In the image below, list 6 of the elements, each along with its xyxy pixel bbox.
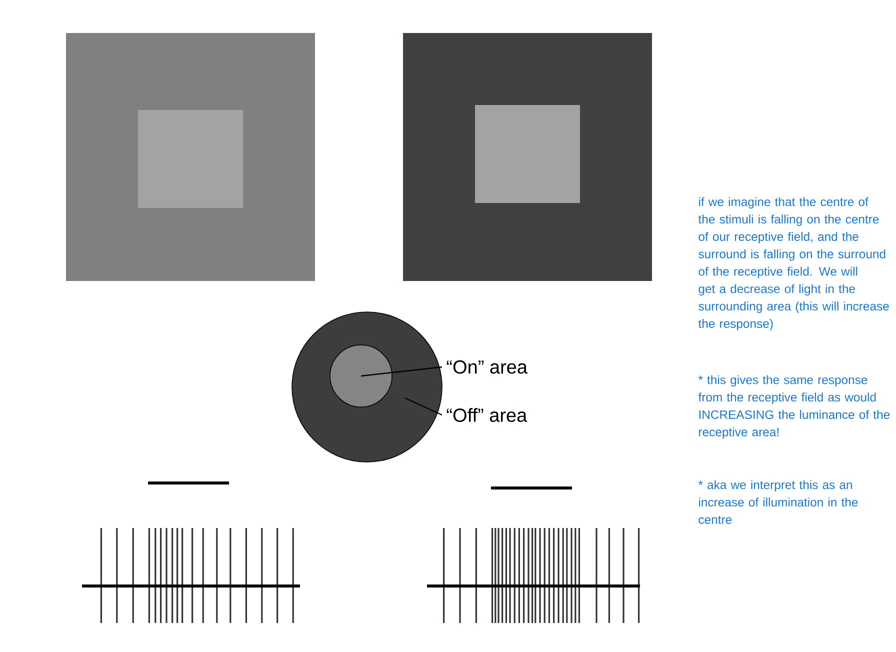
area-label: “Off” area — [446, 408, 528, 422]
receptive-field-centre — [330, 344, 392, 408]
area-label: “On” area — [446, 360, 528, 374]
note-text: if we imagine that the centre of the stimuli is falling on the centre of our receptive field, and the surround is falling on the surround of the receptive field. We will get a decrease of light in the surrounding area (this will increase the response) — [698, 197, 889, 330]
note-text: * this gives the same response from the receptive field as would INCREASING the luminance of the receptive area! — [698, 375, 890, 439]
note-text: * aka we interpret this as an increase of illumination in the centre — [698, 480, 858, 524]
